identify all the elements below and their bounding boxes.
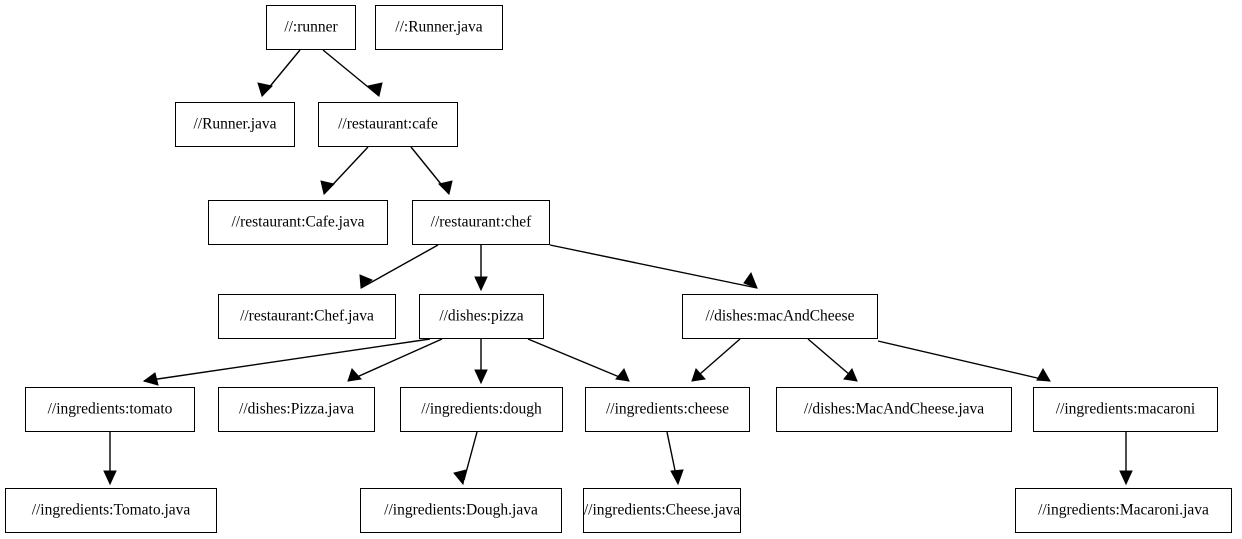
graph-node-label: //:runner <box>284 18 338 36</box>
graph-node-runner_java[interactable]: //Runner.java <box>175 102 295 147</box>
edge-arrowhead-icon <box>142 372 159 386</box>
edge-arrowhead-icon <box>474 276 488 292</box>
edge-line <box>549 244 758 289</box>
graph-node-restaurant_chef[interactable]: //restaurant:chef <box>412 200 550 245</box>
edge-line <box>463 431 478 481</box>
edge-line <box>527 338 630 382</box>
graph-edge <box>877 340 1051 382</box>
graph-node-tomato_java[interactable]: //ingredients:Tomato.java <box>5 488 217 533</box>
graph-edge <box>453 431 478 486</box>
graph-edge <box>410 146 453 195</box>
graph-node-dishes_mac[interactable]: //dishes:macAndCheese <box>682 294 878 339</box>
graph-edge <box>807 338 858 382</box>
edge-line <box>143 338 431 382</box>
graph-node-runner[interactable]: //:runner <box>266 5 356 50</box>
graph-node-label: //ingredients:Dough.java <box>384 501 538 519</box>
graph-node-label: //dishes:MacAndCheese.java <box>803 400 985 418</box>
graph-node-label: //:Runner.java <box>395 18 483 36</box>
graph-edge <box>320 146 369 195</box>
graph-edge <box>527 338 630 382</box>
graph-node-label: //dishes:pizza <box>439 307 524 325</box>
graph-node-label: //ingredients:Macaroni.java <box>1038 501 1209 519</box>
edge-arrowhead-icon <box>743 271 758 289</box>
graph-edge <box>347 338 443 382</box>
edge-arrowhead-icon <box>1036 367 1051 382</box>
edge-arrowhead-icon <box>670 469 684 486</box>
graph-node-pizza_java[interactable]: //dishes:Pizza.java <box>218 387 375 432</box>
edge-arrowhead-icon <box>320 180 335 195</box>
graph-node-label: //dishes:macAndCheese <box>705 307 855 325</box>
edge-arrowhead-icon <box>474 369 488 385</box>
graph-node-ing_cheese[interactable]: //ingredients:cheese <box>585 387 750 432</box>
graph-node-label: //restaurant:Chef.java <box>240 307 374 325</box>
graph-edge <box>666 431 684 486</box>
graph-node-cafe_java[interactable]: //restaurant:Cafe.java <box>208 200 388 245</box>
edge-arrowhead-icon <box>691 368 706 382</box>
graph-node-label: //restaurant:chef <box>430 213 532 231</box>
graph-node-dishes_pizza[interactable]: //dishes:pizza <box>419 294 544 339</box>
graph-node-ing_macaroni[interactable]: //ingredients:macaroni <box>1033 387 1218 432</box>
graph-node-cheese_java[interactable]: //ingredients:Cheese.java <box>583 488 741 533</box>
graph-edge <box>1119 432 1133 486</box>
graph-node-label: //restaurant:cafe <box>338 115 438 133</box>
graph-node-runner_java_root[interactable]: //:Runner.java <box>375 5 503 50</box>
graph-node-dough_java[interactable]: //ingredients:Dough.java <box>360 488 562 533</box>
graph-node-macaroni_java[interactable]: //ingredients:Macaroni.java <box>1015 488 1232 533</box>
graph-edge <box>549 244 758 289</box>
graph-edge <box>103 432 117 486</box>
edge-arrowhead-icon <box>843 368 858 382</box>
graph-edge <box>142 338 431 386</box>
edge-arrowhead-icon <box>1119 470 1133 486</box>
graph-node-label: //Runner.java <box>193 115 277 133</box>
graph-node-label: //dishes:Pizza.java <box>239 400 354 418</box>
edge-arrowhead-icon <box>103 470 117 486</box>
edge-line <box>347 338 443 382</box>
edge-arrowhead-icon <box>438 180 453 195</box>
graph-node-label: //ingredients:Tomato.java <box>31 501 191 519</box>
graph-edge <box>691 338 741 382</box>
edge-line <box>322 49 380 97</box>
graph-node-label: //ingredients:dough <box>421 400 542 418</box>
edge-line <box>877 340 1051 382</box>
edge-arrowhead-icon <box>453 469 467 486</box>
edge-line <box>360 244 439 289</box>
graph-edge <box>359 244 439 289</box>
graph-edge <box>322 49 383 97</box>
edge-arrowhead-icon <box>257 82 274 97</box>
graph-edge <box>257 49 301 97</box>
graph-node-chef_java[interactable]: //restaurant:Chef.java <box>218 294 396 339</box>
graph-node-restaurant_cafe[interactable]: //restaurant:cafe <box>318 102 458 147</box>
graph-node-label: //ingredients:cheese <box>605 400 730 418</box>
graph-edge <box>474 339 488 385</box>
graph-node-label: //ingredients:Cheese.java <box>583 501 741 519</box>
graph-node-ing_tomato[interactable]: //ingredients:tomato <box>25 387 195 432</box>
graph-node-label: //ingredients:tomato <box>47 400 173 418</box>
graph-edge <box>474 245 488 292</box>
graph-node-label: //restaurant:Cafe.java <box>231 213 365 231</box>
edge-arrowhead-icon <box>359 274 374 289</box>
graph-node-ing_dough[interactable]: //ingredients:dough <box>400 387 563 432</box>
graph-node-label: //ingredients:macaroni <box>1055 400 1196 418</box>
edge-arrowhead-icon <box>615 368 630 382</box>
edge-arrowhead-icon <box>347 368 362 382</box>
edge-arrowhead-icon <box>366 82 383 97</box>
graph-node-mac_java[interactable]: //dishes:MacAndCheese.java <box>776 387 1012 432</box>
